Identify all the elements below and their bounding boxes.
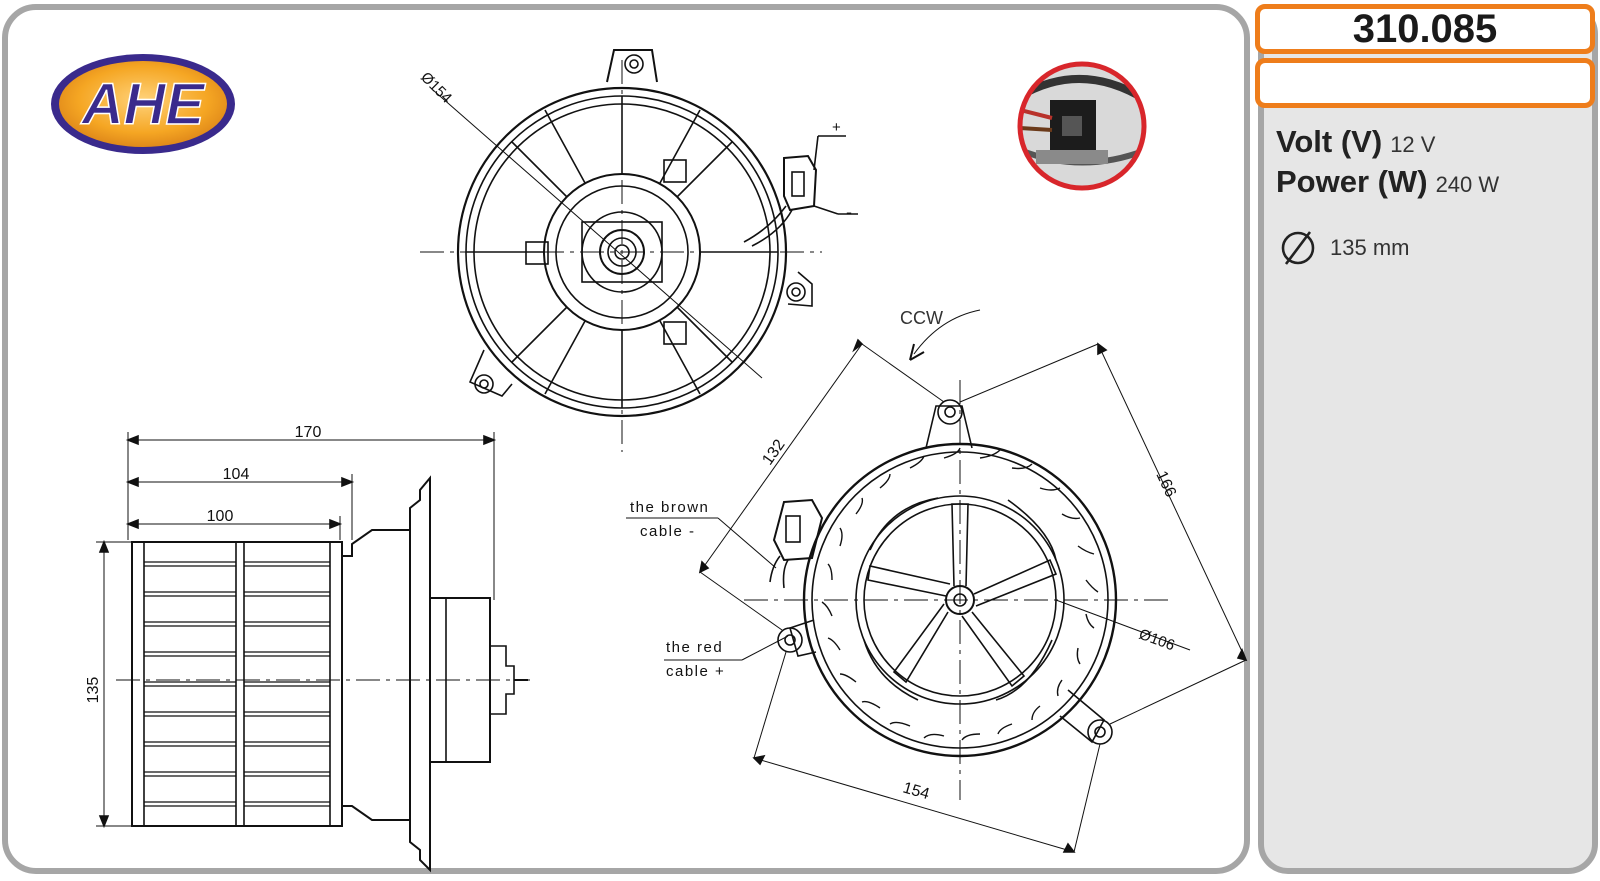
brown-cable-line2: cable - — [640, 523, 696, 540]
top-minus-label: - — [846, 202, 852, 222]
volt-value: 12 V — [1390, 132, 1436, 157]
volt-row: Volt (V) 12 V — [1276, 124, 1435, 160]
diameter-row: 135 mm — [1278, 228, 1409, 268]
power-row: Power (W) 240 W — [1276, 164, 1499, 200]
volt-label: Volt (V) — [1276, 124, 1383, 159]
connector-photo — [1017, 61, 1147, 191]
red-cable-line1: the red — [666, 639, 723, 656]
front-dim-154: 154 — [901, 780, 931, 804]
diameter-value: 135 mm — [1330, 235, 1410, 260]
front-rotation-label: CCW — [900, 308, 943, 328]
part-number: 310.085 — [1255, 4, 1595, 54]
top-plus-label: + — [832, 119, 841, 136]
side-view — [96, 432, 530, 873]
side-dim-135: 135 — [85, 677, 102, 704]
front-view — [626, 309, 1248, 853]
side-dim-100: 100 — [207, 508, 234, 525]
diameter-symbol-icon — [1281, 231, 1315, 265]
side-dim-170: 170 — [295, 424, 322, 441]
ahe-logo: AHE — [51, 54, 235, 154]
front-dim-132: 132 — [759, 437, 788, 469]
power-value: 240 W — [1435, 172, 1500, 197]
power-label: Power (W) — [1276, 164, 1428, 199]
side-dim-104: 104 — [223, 466, 250, 483]
front-dim-166: 166 — [1152, 469, 1179, 500]
spec-panel — [1258, 4, 1598, 874]
top-diameter-label: Ø154 — [417, 69, 455, 107]
brown-cable-line1: the brown — [630, 499, 709, 516]
red-cable-line2: cable + — [666, 663, 725, 680]
front-dim-106: Ø106 — [1137, 626, 1177, 655]
top-view — [420, 49, 858, 452]
logo-text: AHE — [80, 72, 207, 137]
secondary-number-box — [1255, 58, 1595, 108]
